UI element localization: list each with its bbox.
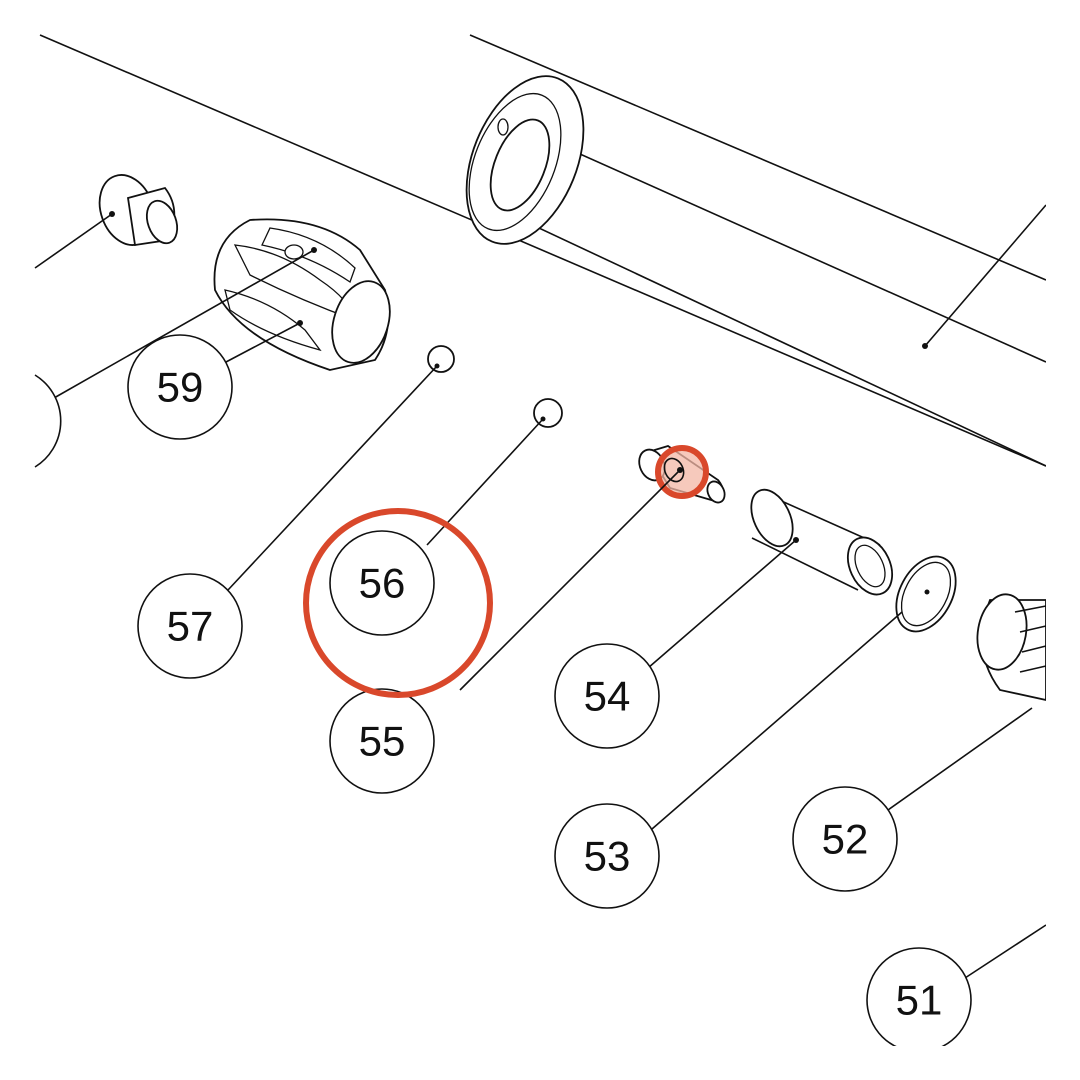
callout-55: 55 (329, 688, 435, 794)
callout-52: 52 (792, 786, 898, 892)
partial-callout-left (34, 374, 62, 468)
callout-57: 57 (137, 573, 243, 679)
callout-label: 55 (359, 718, 406, 765)
callout-59: 59 (127, 334, 233, 440)
callout-label: 52 (822, 816, 869, 863)
callout-label: 57 (167, 603, 214, 650)
threaded-fitting-52-part (887, 593, 1047, 811)
cap-pin-part (34, 174, 179, 269)
long-rod (39, 34, 1047, 467)
highlight-ring-56 (303, 508, 493, 698)
ball-57-part (227, 345, 455, 591)
callout-54: 54 (554, 643, 660, 749)
callout-56: 56 (329, 530, 435, 636)
bottom-crop-edge (0, 1046, 1080, 1080)
knob-part (53, 218, 391, 399)
callout-label: 53 (584, 833, 631, 880)
tube-54-part (647, 488, 894, 669)
right-crop-edge (1046, 0, 1080, 1080)
washer-53-part (651, 555, 957, 830)
leader-51 (964, 924, 1047, 979)
callout-53: 53 (554, 803, 660, 909)
small-pin-55-part (459, 445, 726, 691)
callout-label: 54 (584, 673, 631, 720)
callout-label: 56 (359, 560, 406, 607)
callout-51: 51 (866, 947, 972, 1053)
callout-label: 59 (157, 364, 204, 411)
callout-label: 51 (896, 977, 943, 1024)
